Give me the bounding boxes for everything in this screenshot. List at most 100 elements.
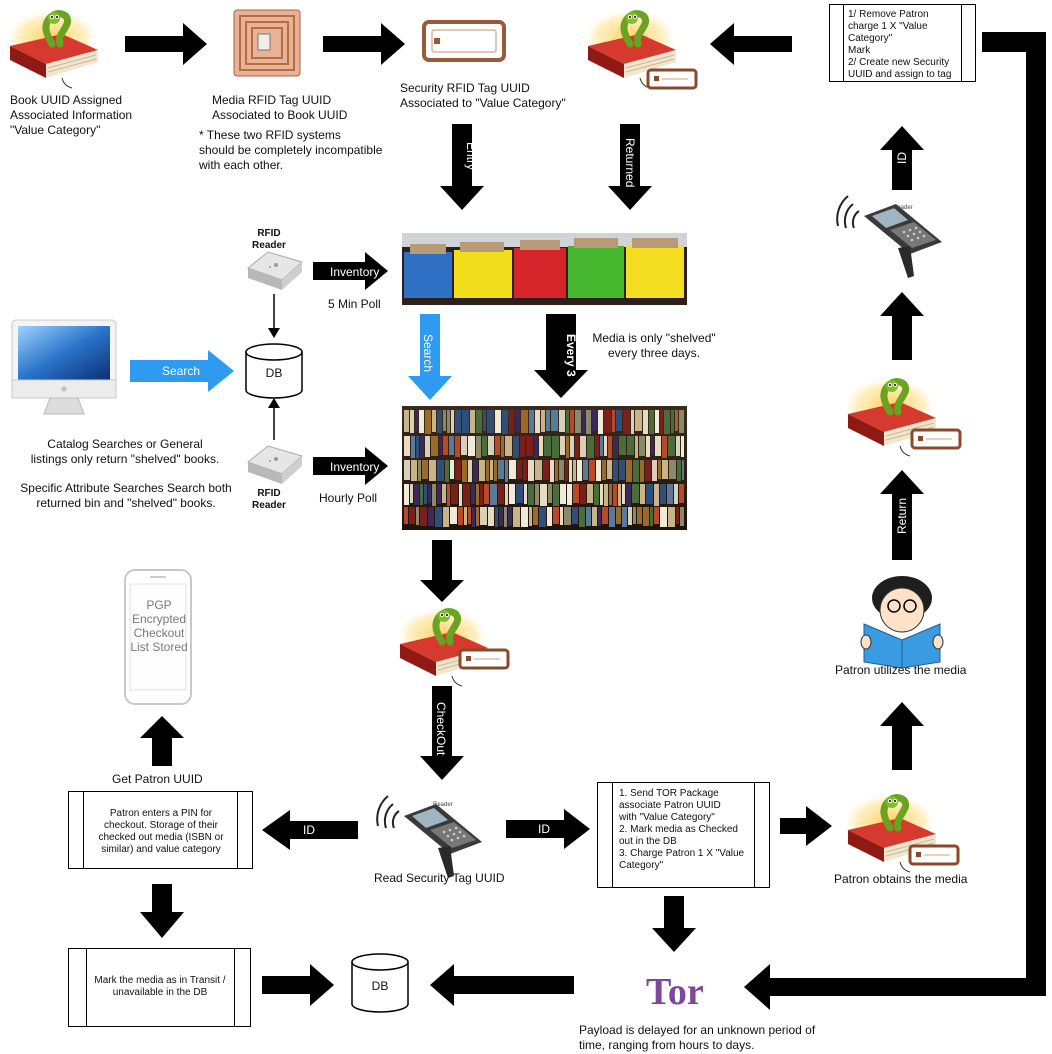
book-spine (643, 410, 648, 434)
media-rfid-tag-icon (233, 9, 301, 77)
book-spine (667, 484, 673, 504)
arrow-id-left: ID (262, 810, 358, 850)
book-spine (468, 460, 472, 482)
handheld-reader-right-icon (836, 195, 943, 279)
book-spine (668, 436, 675, 456)
book-spine (566, 436, 569, 458)
book-spine (609, 484, 612, 505)
book-spine (559, 460, 564, 480)
book-spine (646, 484, 653, 504)
book-spine (582, 410, 585, 433)
arrow-label-returned: Returned (623, 138, 637, 187)
book-spine (635, 436, 638, 458)
book-spine (431, 436, 438, 456)
book-spine (618, 484, 621, 506)
book-spine (655, 410, 659, 433)
book-spine (646, 436, 650, 457)
book-spine (551, 410, 558, 431)
book-spine (650, 507, 653, 526)
book-spine (424, 484, 427, 504)
book-spine (504, 507, 507, 527)
book-spine (499, 507, 503, 526)
book-spine (626, 460, 632, 482)
book-spine (450, 460, 454, 479)
arrow-label-inventory-top: Inventory (330, 265, 379, 279)
book-spine (679, 484, 684, 503)
patron-reading-icon (860, 576, 944, 669)
book-spine (498, 460, 504, 479)
book-spine (544, 436, 551, 456)
book-spine (643, 507, 649, 526)
remove-charge-text: 1/ Remove Patron charge 1 X "Value Categ… (848, 9, 952, 80)
arrow-label-entry: Entry (464, 142, 478, 170)
book-spine (559, 410, 565, 432)
catalog-searches-note: Catalog Searches or General listings onl… (30, 437, 220, 466)
book-spine (488, 507, 494, 526)
book-spine (575, 410, 581, 433)
book-spine (529, 507, 532, 526)
book-spine (569, 460, 572, 482)
rfid-reader-top-icon (247, 251, 303, 291)
book-spine (428, 484, 431, 503)
book-spine (501, 436, 504, 457)
book-spine (521, 507, 528, 527)
book-spine (505, 436, 512, 456)
book-spine (505, 460, 508, 482)
computer-icon (11, 319, 117, 415)
book-spine (592, 507, 597, 526)
book-spine (552, 436, 559, 458)
book-spine (483, 410, 486, 431)
database-icon-top (245, 343, 303, 399)
book-spine (425, 436, 430, 457)
book-spine (416, 436, 419, 458)
book-spine (498, 484, 504, 504)
book-spine (662, 460, 668, 479)
arrow-up-to-phone (140, 716, 184, 766)
book-spine (472, 507, 475, 527)
phone-icon (124, 569, 192, 705)
book-spine (439, 436, 442, 455)
book-spine (616, 410, 622, 431)
book-spine (677, 460, 681, 481)
book-spine (517, 460, 522, 479)
book-spine (546, 410, 550, 431)
arrow-label-inventory-bottom: Inventory (330, 460, 379, 474)
arrow-down-shelf-to-book (420, 540, 464, 602)
book-spine (487, 410, 494, 433)
book-spine (587, 484, 593, 503)
book-spine (470, 410, 475, 433)
book-spine (508, 507, 512, 526)
book-spine (476, 507, 479, 526)
book-spine (613, 460, 618, 481)
book-spine (490, 484, 497, 505)
book-spine (411, 460, 417, 481)
arrow-right (125, 23, 207, 65)
book-spine (671, 410, 674, 433)
arrow-label-search-down: Search (421, 334, 435, 372)
book-spine (535, 484, 539, 505)
book-spine (570, 436, 574, 457)
book-spine (613, 436, 618, 458)
arrow-returned: Returned (608, 124, 652, 210)
book-spine (602, 507, 608, 524)
book-spine (410, 484, 413, 503)
remove-charge-box: 1/ Remove Patron charge 1 X "Value Categ… (829, 4, 976, 82)
book-spine (572, 507, 578, 524)
book-spine (602, 460, 606, 480)
book-spine (425, 410, 431, 434)
book-spine (566, 410, 569, 433)
book-spine (560, 507, 563, 525)
arrow-return: Return (880, 470, 924, 560)
book-spine (495, 436, 500, 455)
book-spine (619, 436, 626, 455)
tor-logo-icon: Tor (646, 971, 704, 1013)
book-spine (587, 436, 594, 458)
reader-brand-right: Reader (893, 205, 913, 211)
book-spine (455, 460, 461, 480)
svg-text:Every 3 days: Every 3 days (564, 334, 590, 380)
book-spine (631, 410, 634, 434)
book-spine (604, 410, 611, 433)
arrow-label-search: Search (162, 364, 200, 378)
tor-package-box: 1. Send TOR Package associate Patron UUI… (597, 782, 770, 888)
arrow-id-right: ID (506, 809, 590, 849)
